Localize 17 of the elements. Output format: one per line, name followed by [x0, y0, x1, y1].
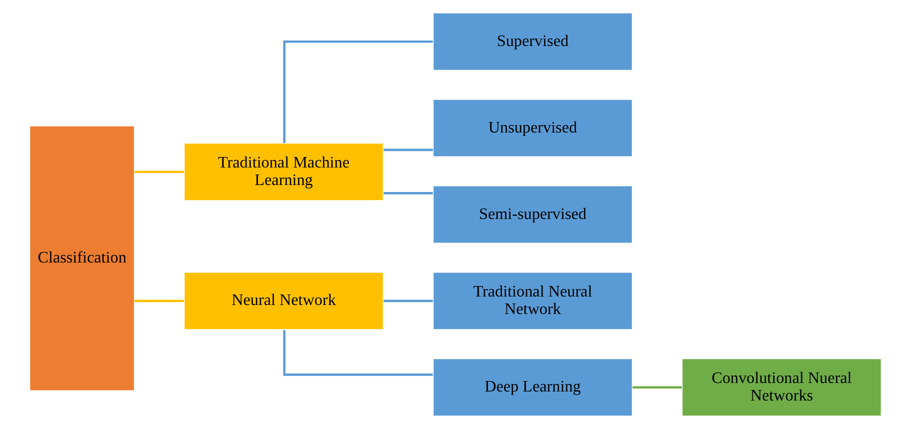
node-box: Semi-supervised	[432, 185, 632, 244]
connector	[383, 192, 432, 194]
connector	[134, 170, 184, 173]
node-box: Classification	[28, 125, 135, 392]
node-box: Traditional Neural Network	[432, 272, 632, 330]
node-box: Deep Learning	[432, 358, 632, 417]
node-box: Convolutional Nueral Networks	[680, 358, 882, 417]
connector	[282, 330, 432, 376]
connector	[282, 40, 432, 143]
node-box: Neural Network	[182, 272, 384, 330]
node-box: Traditional Machine Learning	[182, 142, 384, 202]
node-box: Supervised	[432, 12, 632, 71]
connector	[383, 300, 432, 302]
connector	[134, 300, 184, 302]
node-box: Unsupervised	[432, 98, 632, 158]
connector	[383, 148, 432, 152]
connector	[632, 386, 682, 389]
